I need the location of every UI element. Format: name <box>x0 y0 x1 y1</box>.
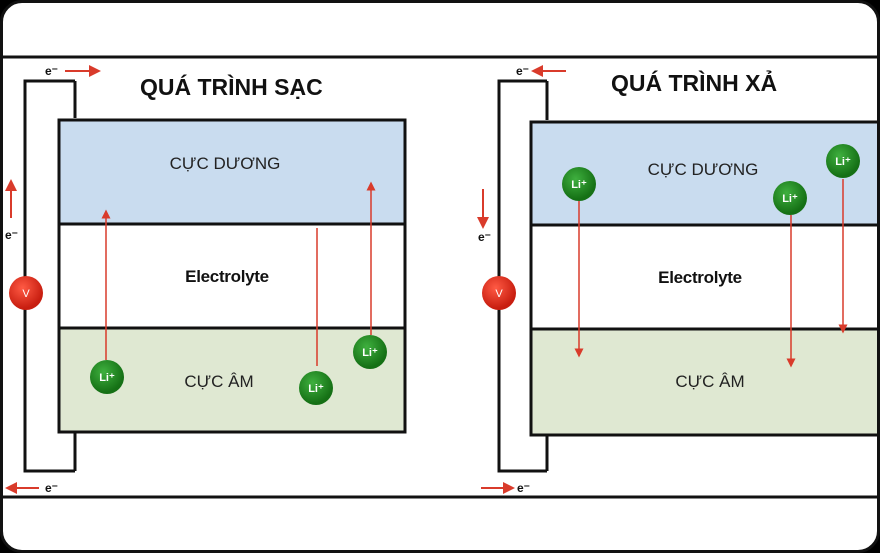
lithium-ion-icon <box>353 335 387 369</box>
discharging-electron-side-label: e⁻ <box>478 230 491 244</box>
lithium-ion-icon <box>773 181 807 215</box>
discharging-panel: QUÁ TRÌNH XẢ e⁻ e⁻ e⁻ V CỰC DƯƠNG Electr… <box>477 64 877 495</box>
charging-title: QUÁ TRÌNH SẠC <box>140 73 323 100</box>
discharging-electrolyte-layer <box>531 225 877 329</box>
charging-electrolyte-label: Electrolyte <box>185 267 269 286</box>
charging-voltmeter-label: V <box>22 288 30 300</box>
charging-voltmeter-icon <box>9 276 43 310</box>
discharging-ion-label-3: Li⁺ <box>835 156 851 168</box>
discharging-negative-label: CỰC ÂM <box>675 372 744 391</box>
charging-electron-side-label: e⁻ <box>5 228 18 242</box>
discharging-title: QUÁ TRÌNH XẢ <box>611 68 777 96</box>
charging-ion-label-2: Li⁺ <box>308 383 324 395</box>
lithium-ion-icon <box>826 144 860 178</box>
charging-cell-outline <box>57 118 407 434</box>
discharging-cell-outline <box>529 120 877 437</box>
discharging-electron-bottom-label: e⁻ <box>517 481 530 495</box>
charging-positive-electrode <box>59 120 405 224</box>
charging-electron-top-label: e⁻ <box>45 64 58 78</box>
charging-electron-bottom-label: e⁻ <box>45 481 58 495</box>
charging-panel: QUÁ TRÌNH SẠC e⁻ e⁻ e⁻ V CỰC DƯƠNG Elect… <box>5 64 407 495</box>
discharging-ion-label-2: Li⁺ <box>782 193 798 205</box>
discharging-electron-top-label: e⁻ <box>516 64 529 78</box>
charging-circuit-wire <box>23 79 75 473</box>
lithium-ion-icon <box>90 360 124 394</box>
charging-negative-label: CỰC ÂM <box>184 372 253 391</box>
charging-electrolyte-layer <box>59 224 405 328</box>
lithium-ion-icon <box>299 371 333 405</box>
discharging-voltmeter-label: V <box>495 288 503 300</box>
discharging-positive-label: CỰC DƯƠNG <box>648 160 759 179</box>
discharging-voltmeter-icon <box>482 276 516 310</box>
discharging-electrolyte-label: Electrolyte <box>658 268 742 287</box>
charging-positive-label: CỰC DƯƠNG <box>170 154 281 173</box>
charging-ion-label-3: Li⁺ <box>362 347 378 359</box>
charging-ion-label-1: Li⁺ <box>99 372 115 384</box>
lithium-ion-icon <box>562 167 596 201</box>
discharging-negative-electrode <box>531 329 877 435</box>
battery-diagram: QUÁ TRÌNH SẠC e⁻ e⁻ e⁻ V CỰC DƯƠNG Elect… <box>3 55 877 499</box>
discharging-ion-label-1: Li⁺ <box>571 179 587 191</box>
